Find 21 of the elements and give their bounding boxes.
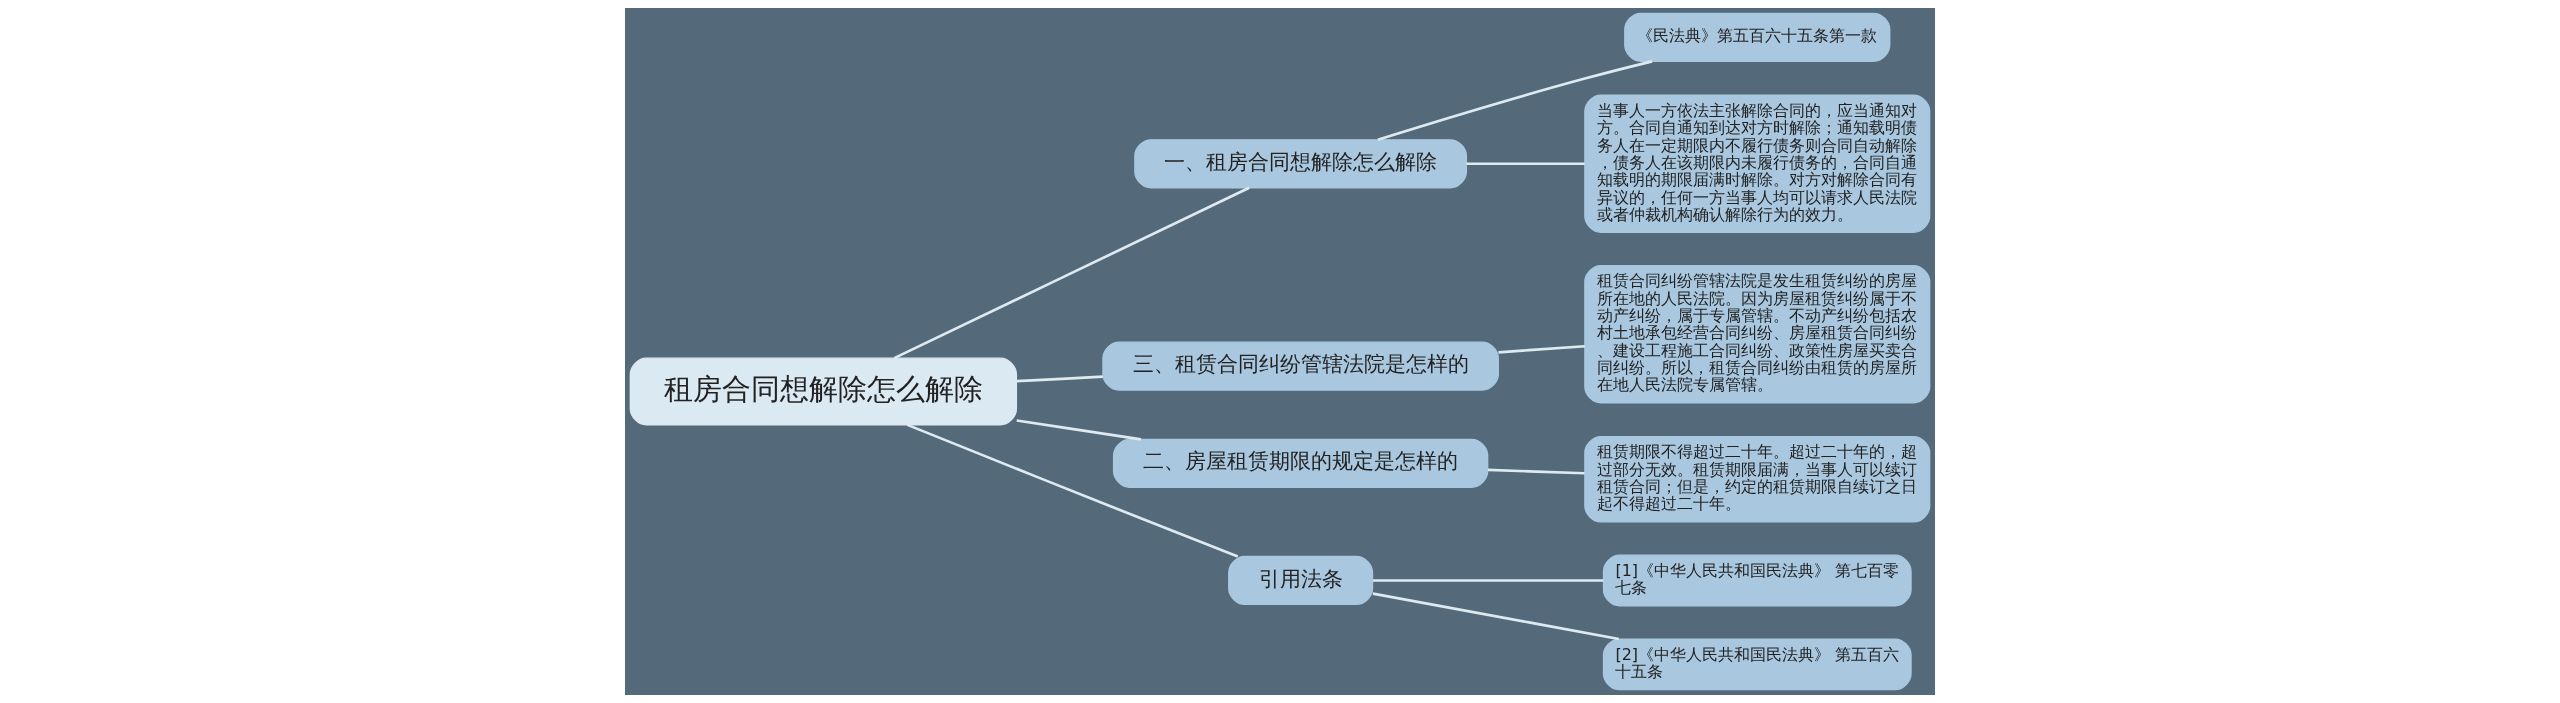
node-box: 引用法条 — [1228, 555, 1374, 606]
connector — [893, 186, 1250, 360]
connector — [1016, 375, 1103, 383]
connector — [1487, 468, 1585, 475]
connector — [1372, 592, 1620, 641]
node-box: 租房合同想解除怎么解除 — [629, 357, 1018, 426]
node-box: 租赁期限不得超过二十年。超过二十年的，超过部分无效。租赁期限届满，当事人可以续订租赁合同；但是，约定的租赁期限自续订之日起不得超过二十年。 — [1584, 436, 1931, 523]
connector — [1372, 579, 1604, 582]
connector — [1377, 60, 1653, 141]
node-box: 一、租房合同想解除怎么解除 — [1134, 139, 1468, 189]
connector — [1498, 344, 1585, 354]
node-box: 当事人一方依法主张解除合同的，应当通知对方。合同自通知到达对方时解除；通知载明债务人在一定期限内不履行债务则合同自动解除，债务人在该期限内未履行债务的，合同自通知载明的期限届满时解除。对方对解除合同有异议的，任何一方当事人均可以请求人民法院或者仲裁机构确认解除行为的效力。 — [1584, 94, 1931, 233]
connector — [1016, 419, 1142, 441]
connector — [1466, 162, 1585, 166]
node-box: 三、租赁合同纠纷管辖法院是怎样的 — [1102, 341, 1499, 391]
node-box: [1]《中华人民共和国民法典》 第七百零七条 — [1602, 554, 1912, 607]
node-box: [2]《中华人民共和国民法典》 第五百六十五条 — [1602, 638, 1912, 691]
node-box: 二、房屋租赁期限的规定是怎样的 — [1112, 438, 1489, 488]
node-box: 租赁合同纠纷管辖法院是发生租赁纠纷的房屋所在地的人民法院。因为房屋租赁纠纷属于不动产纠纷，属于专属管辖。不动产纠纷包括农村土地承包经营合同纠纷、房屋租赁合同纠纷、建设工程施工合同纠纷、政策性房屋买卖合同纠纷。所以，租赁合同纠纷由租赁的房屋所在地人民法院专属管辖。 — [1584, 264, 1931, 404]
node-box: 《民法典》第五百六十五条第一款 — [1624, 12, 1891, 62]
connector — [906, 423, 1239, 558]
